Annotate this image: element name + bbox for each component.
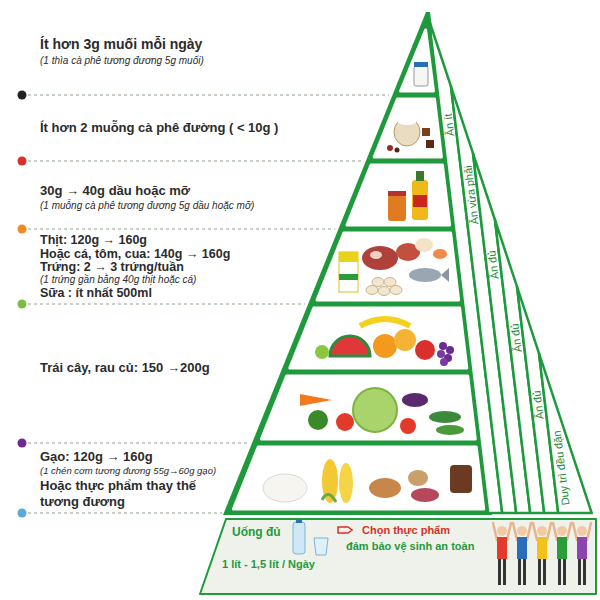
serving-amount: Thịt: 120g → 160g [40,233,147,247]
text-holder: Hoặc cá, tôm, cua: 140g → 160g [40,247,230,261]
serving-amount: Trái cây, rau củ: 150 →200g [40,360,210,376]
band-shape [200,519,596,594]
hand-icon [338,527,352,533]
salt-icon [414,62,428,86]
protein-icon [339,238,449,296]
sugar-icon [387,117,434,153]
text-holder: Hoặc thực phẩm thay thế tương đương [40,478,225,509]
base-note: Chọn thực phẩm [362,524,450,537]
text-holder: Sữa : ít nhất 500ml [40,286,152,300]
text-holder: Thịt: 120g → 160g [40,233,147,247]
serving-amount: Ít hơn 3g muối mỗi ngày [40,36,202,53]
leader-dots [18,91,27,518]
base-band: Uống đủ 1 lít - 1,5 lít / Ngày Chọn thực p… [198,517,598,596]
oil-icon [388,171,428,221]
text-holder: Ít hơn 3g muối mỗi ngày [40,36,202,53]
band-shape [539,353,592,513]
serving-amount: Sữa : ít nhất 500ml [40,286,152,300]
text-holder: Chọn thực phẩm [362,524,450,537]
text-holder: Gạo: 120g → 160g [40,449,153,465]
text-holder: Ít hơn 2 muỗng cà phê đường ( < 10g ) [40,120,278,136]
leader-lines [28,95,389,513]
base-note: 1 lít - 1,5 lít / Ngày [222,558,315,571]
text-holder: Uống đủ [232,525,281,539]
text-holder: (1 chén cơm tương đương 55g→60g gạo) [40,465,216,476]
text-holder: đảm bảo vệ sinh an toàn [346,540,474,553]
text-holder: Trứng: 2 → 3 trứng/tuần [40,260,184,274]
serving-note: (1 chén cơm tương đương 55g→60g gạo) [40,465,216,476]
text-holder: Trái cây, rau củ: 150 →200g [40,360,210,376]
text-holder: (1 thìa cà phê tương đương 5g muối) [40,55,204,67]
serving-note: (1 muỗng cà phê tương đương 5g dầu hoặc … [40,200,254,212]
text-holder: (1 trứng gần bằng 40g thịt hoặc cá) [40,274,196,286]
serving-amount: 30g → 40g dầu hoặc mỡ [40,183,190,199]
base-note: Uống đủ [232,525,281,539]
children-icon [493,523,591,585]
text-holder: 30g → 40g dầu hoặc mỡ [40,183,190,199]
serving-amount: Trứng: 2 → 3 trứng/tuần [40,260,184,274]
advice-band: Duy trì đều đặn [537,351,594,515]
water-icon [293,520,328,555]
vegetable-icon [300,388,464,435]
grain-icon [263,459,472,503]
serving-note: (1 trứng gần bằng 40g thịt hoặc cá) [40,274,196,286]
serving-amount: Gạo: 120g → 160g [40,449,153,465]
band-shape [429,20,502,513]
base-ground [200,519,596,594]
text-holder: (1 muỗng cà phê tương đương 5g dầu hoặc … [40,200,254,212]
serving-note: (1 thìa cà phê tương đương 5g muối) [40,55,204,67]
serving-amount: Hoặc thực phẩm thay thế tương đương [40,478,225,509]
text-holder: 1 lít - 1,5 lít / Ngày [222,558,315,571]
fruit-icon [315,319,454,366]
serving-amount: Ít hơn 2 muỗng cà phê đường ( < 10g ) [40,120,278,136]
base-note: đảm bảo vệ sinh an toàn [346,540,474,553]
serving-amount: Hoặc cá, tôm, cua: 140g → 160g [40,247,230,261]
